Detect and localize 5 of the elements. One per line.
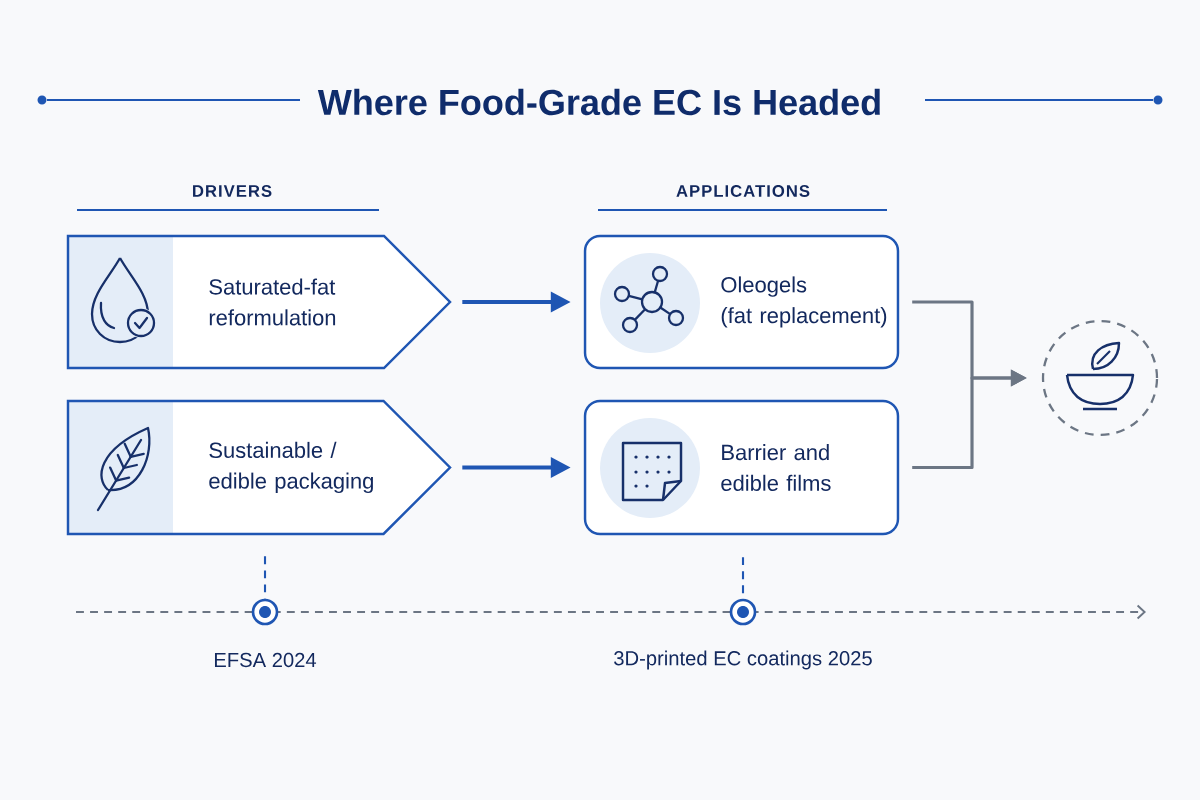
timeline-label: 3D-printed EC coatings 2025 [614,650,872,670]
title: Where Food-Grade EC Is Headed [317,88,880,116]
section-heading: DRIVERS [193,185,272,197]
timeline-label: EFSA 2024 [215,652,317,668]
section-heading: APPLICATIONS [676,185,810,197]
